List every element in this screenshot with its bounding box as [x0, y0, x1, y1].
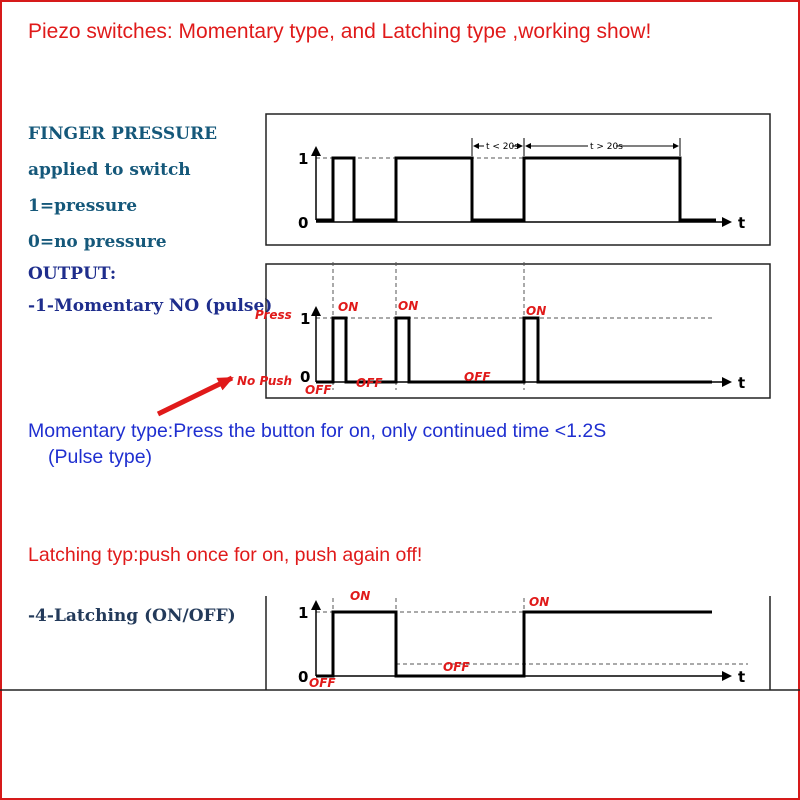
timing-brackets — [471, 138, 681, 156]
timing-label-short: t < 20s — [486, 142, 519, 152]
axis-t: t — [738, 668, 745, 686]
axis-t: t — [738, 374, 745, 392]
red-pointer-arrow — [156, 375, 234, 417]
latching-panel — [265, 596, 771, 690]
axis-one: 1 — [298, 150, 308, 168]
legend-latching: -4-Latching (ON/OFF) — [28, 606, 236, 626]
momentary-off-label: OFF — [464, 370, 491, 384]
legend-output: OUTPUT: — [28, 264, 117, 284]
momentary-on-label: ON — [526, 304, 546, 318]
latching-on-label: ON — [350, 589, 370, 603]
legend-momentary: -1-Momentary NO (pulse) — [28, 296, 273, 316]
no-push-label: No Push — [237, 374, 292, 388]
latching-off-label: OFF — [309, 676, 336, 690]
guide-lines — [332, 262, 525, 612]
momentary-panel — [265, 263, 771, 399]
momentary-off-label: OFF — [305, 383, 332, 397]
latching-off-label: OFF — [443, 660, 470, 674]
legend-finger-pressure: FINGER PRESSURE — [28, 124, 218, 144]
axis-t: t — [738, 214, 745, 232]
axis-zero: 0 — [298, 214, 308, 232]
momentary-waveform — [316, 316, 712, 384]
axis-one: 1 — [300, 310, 310, 328]
momentary-description: Momentary type:Press the button for on, … — [28, 420, 607, 442]
momentary-on-label: ON — [398, 299, 418, 313]
latching-description: Latching typ:push once for on, push agai… — [28, 544, 423, 566]
latching-on-label: ON — [529, 595, 549, 609]
momentary-off-label: OFF — [356, 376, 383, 390]
pressure-panel — [265, 113, 771, 246]
pulse-type-note: (Pulse type) — [48, 446, 153, 468]
momentary-on-label: ON — [338, 300, 358, 314]
page-title: Piezo switches: Momentary type, and Latc… — [28, 20, 652, 43]
axis-zero: 0 — [300, 368, 310, 386]
press-label: Press — [255, 308, 292, 322]
pressure-waveform — [316, 156, 716, 222]
legend-one-pressure: 1=pressure — [28, 196, 138, 216]
level-one-dashes — [316, 157, 748, 665]
legend-zero-pressure: 0=no pressure — [28, 232, 167, 252]
axis-one: 1 — [298, 604, 308, 622]
timing-label-long: t > 20s — [590, 142, 623, 152]
legend-applied: applied to switch — [28, 160, 191, 180]
axis-zero: 0 — [298, 668, 308, 686]
axes — [311, 146, 732, 681]
latching-waveform — [316, 610, 712, 678]
